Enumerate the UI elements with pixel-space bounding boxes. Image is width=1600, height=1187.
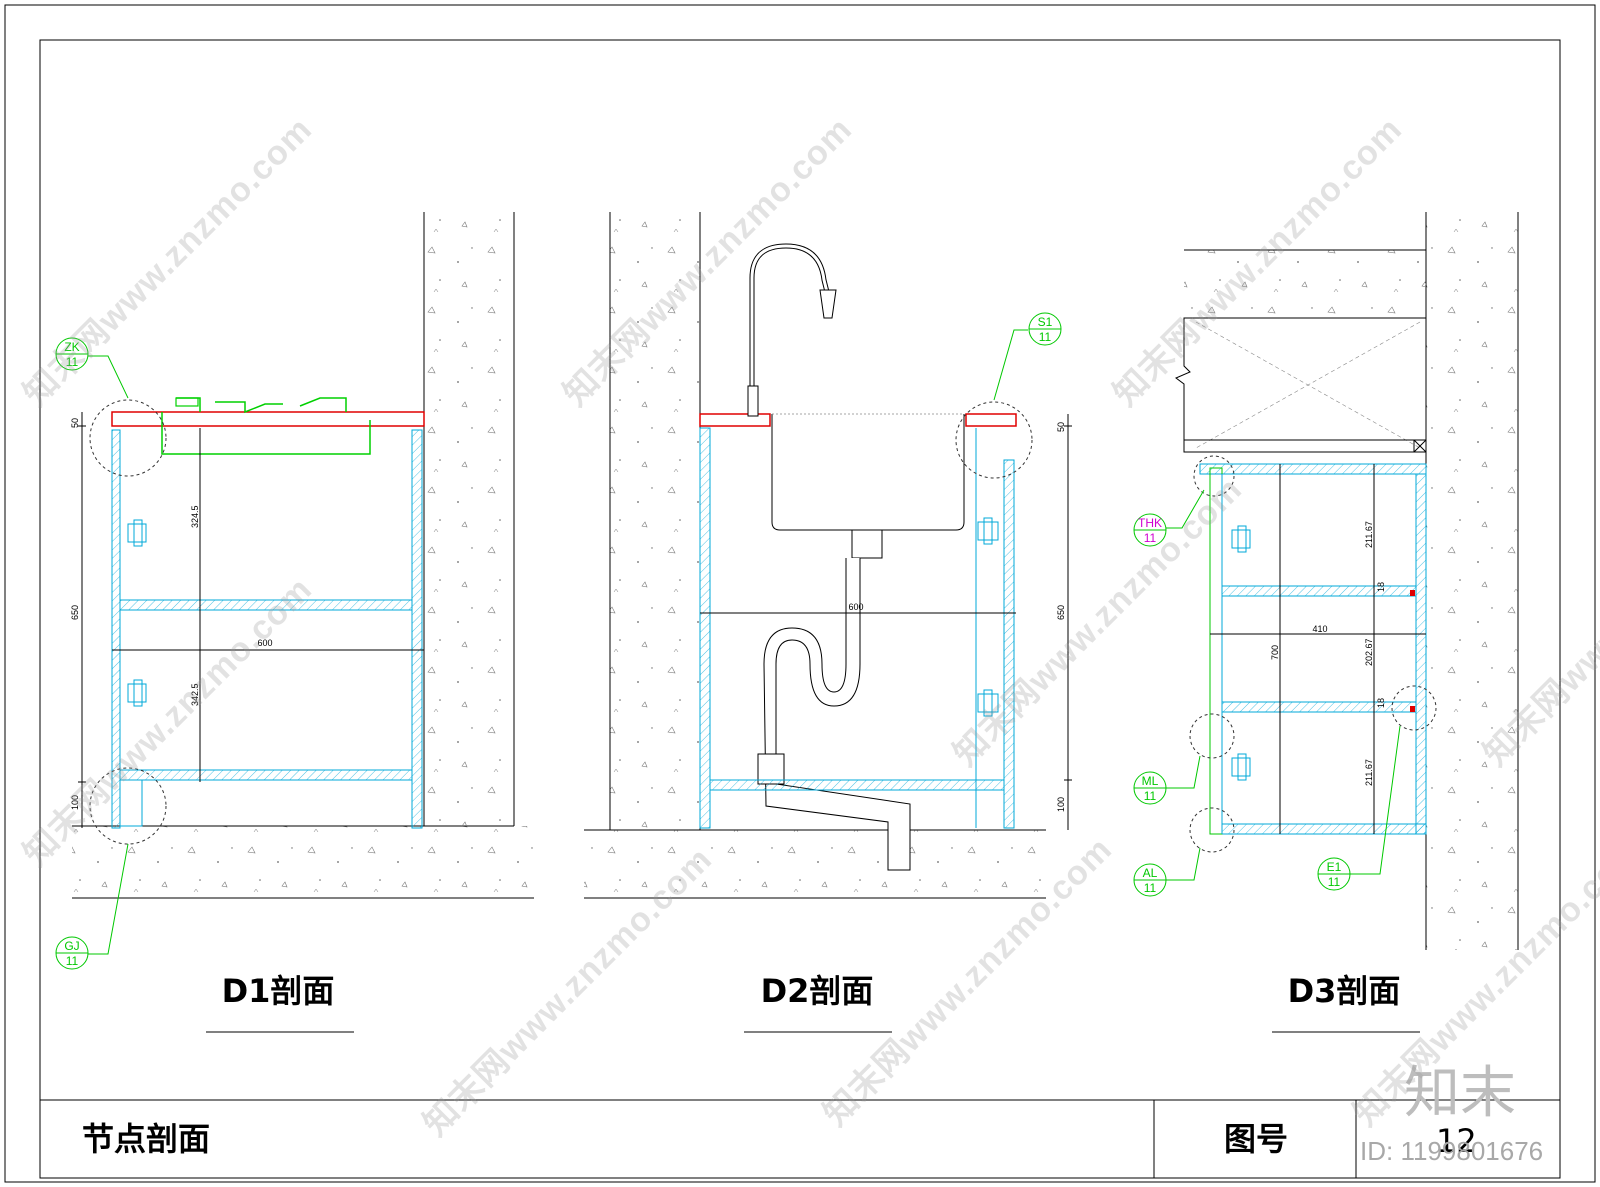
d1-floor (72, 826, 534, 898)
d2-section: S1 11 50 650 100 600 D2剖面 (584, 212, 1072, 1033)
d1-dim-bottom: 100 (70, 795, 80, 810)
d2-dim-bottom: 100 (1056, 797, 1066, 812)
d1-hinge-1 (127, 519, 147, 547)
d2-dim-middle: 650 (1056, 605, 1066, 620)
d3-hinge-1 (1231, 525, 1251, 553)
d1-tag-zk-code: ZK (64, 340, 79, 354)
d3-ceiling (1184, 250, 1426, 316)
d1-shelf-1 (119, 599, 413, 611)
d2-wall-left (610, 212, 700, 830)
d3-leader-al (1166, 847, 1201, 881)
d2-dim-top: 50 (1056, 422, 1066, 432)
d3-cab-top (1199, 463, 1427, 475)
d3-dim-t1: 18 (1376, 582, 1386, 592)
d1-leader-zk (88, 355, 129, 399)
d2-drain-trap (763, 558, 911, 871)
d3-tag-e1-num: 11 (1328, 875, 1341, 889)
d1-tag-zk-num: 11 (66, 355, 79, 369)
d3-tag-thk-num: 11 (1144, 531, 1157, 545)
d1-dim-top: 50 (70, 418, 80, 428)
d3-wall (1426, 212, 1518, 950)
d3-cab-bottom (1221, 823, 1427, 835)
d3-tag-ml-num: 11 (1144, 789, 1157, 803)
d3-shelf-1 (1221, 585, 1417, 597)
d2-faucet (749, 243, 831, 410)
d3-upper-cabinet (1175, 317, 1427, 453)
d1-tag-gj-num: 11 (66, 954, 79, 968)
d1-leader-gj (88, 843, 129, 955)
d3-tag-ml-code: ML (1142, 774, 1159, 788)
d2-cab-right (1003, 459, 1015, 829)
d3-leader-ml (1166, 755, 1201, 789)
d3-shelf-2 (1221, 701, 1417, 713)
d2-cab-left (699, 427, 711, 829)
d3-dim-height: 700 (1270, 645, 1280, 660)
d3-tag-al-code: AL (1143, 866, 1158, 880)
d1-tag-gj-code: GJ (64, 939, 79, 953)
d3-leader-thk (1166, 489, 1205, 529)
watermark-brand: 知末 ID: 1199801676 (1360, 1061, 1543, 1166)
d1-detail-circle-bottom (89, 767, 167, 845)
d1-stove (161, 397, 371, 455)
d2-hinge-1 (977, 517, 999, 545)
d3-detail-thk (1193, 455, 1235, 497)
d1-section: ZK 11 GJ 11 50 650 100 324.5 342.5 600 D… (55, 212, 534, 1033)
watermark-id: ID: 1199801676 (1360, 1136, 1543, 1166)
drawing-name: 节点剖面 (82, 1120, 210, 1158)
d1-wall (424, 212, 514, 826)
d2-detail-circle (955, 401, 1033, 479)
watermark-logo: 知末 (1404, 1061, 1516, 1126)
d1-detail-circle-top (89, 399, 167, 477)
inner-frame (39, 39, 1561, 1179)
d2-sink (771, 414, 965, 531)
d3-dim-g3: 211.67 (1364, 759, 1374, 786)
d1-dim-lower: 342.5 (190, 683, 200, 706)
d2-dim-width: 600 (848, 602, 863, 612)
d3-hinge-2 (1231, 753, 1251, 781)
d2-hinge-2 (977, 689, 999, 717)
d3-tag-al-num: 11 (1144, 881, 1157, 895)
d1-dim-width: 600 (257, 638, 272, 648)
d3-cab-right (1415, 473, 1427, 835)
d1-hinge-2 (127, 679, 147, 707)
d2-tag-s1-num: 11 (1039, 330, 1052, 344)
d3-detail-ml (1189, 713, 1235, 759)
d2-leader-s1 (993, 329, 1028, 401)
d2-title: D2剖面 (761, 972, 874, 1010)
d3-detail-e1 (1391, 685, 1437, 731)
d1-cab-left (111, 429, 121, 829)
d3-dim-g1: 211.67 (1364, 521, 1374, 548)
d3-dim-t2: 18 (1376, 698, 1386, 708)
d1-cab-right (411, 429, 423, 829)
d3-title: D3剖面 (1288, 972, 1401, 1010)
d1-dim-middle: 650 (70, 605, 80, 620)
d2-countertop-right (965, 413, 1017, 427)
d3-dim-width: 410 (1312, 624, 1327, 634)
d1-countertop (111, 411, 425, 427)
d3-dim-g2: 202.67 (1364, 638, 1374, 666)
drawing-number-label: 图号 (1224, 1120, 1288, 1158)
d3-section: THK 11 ML 11 AL 11 E1 11 700 410 211.67 … (1133, 212, 1519, 1033)
drawing-number: 12 (1436, 1122, 1477, 1160)
d2-floor (584, 830, 1046, 898)
d3-tag-thk-code: THK (1138, 516, 1162, 530)
d3-detail-al (1189, 807, 1235, 853)
d1-dim-upper: 324.5 (190, 505, 200, 528)
d1-title: D1剖面 (222, 972, 335, 1010)
d2-tag-s1-code: S1 (1038, 315, 1053, 329)
title-block: 节点剖面 图号 12 (40, 1099, 1560, 1178)
d1-plinth (119, 779, 143, 827)
d3-tag-e1-code: E1 (1327, 860, 1342, 874)
d1-shelf-2 (119, 769, 413, 781)
d2-countertop-left (699, 413, 771, 427)
outer-frame (4, 4, 1596, 1183)
d3-door (1209, 467, 1223, 835)
d3-leader-e1 (1350, 725, 1401, 875)
d2-shelf (709, 779, 1005, 791)
